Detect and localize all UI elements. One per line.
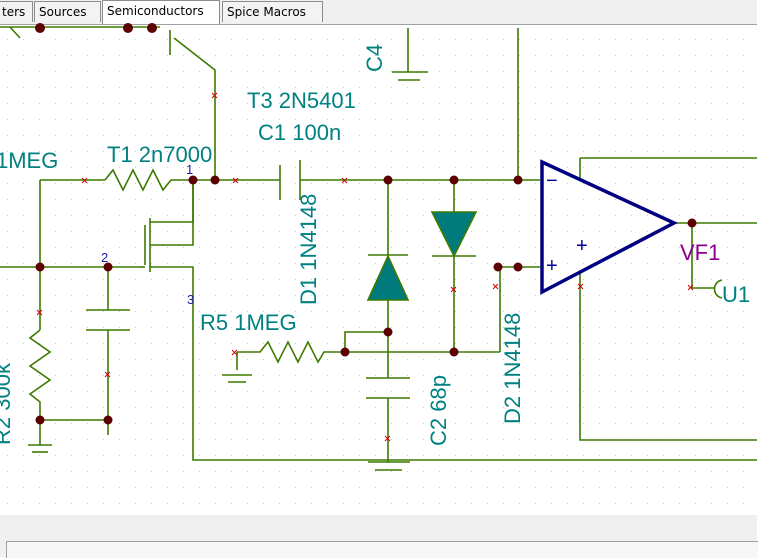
c1-label: C1 100n xyxy=(258,120,341,145)
component-tab-bar: ters Sources Semiconductors Spice Macros xyxy=(0,0,757,25)
diode-d2 xyxy=(430,211,478,258)
diode-d1 xyxy=(366,254,410,301)
status-field xyxy=(6,541,758,558)
d2-label: D2 1N4148 xyxy=(500,313,525,424)
pin-3: 3 xyxy=(187,292,194,307)
vf1-label: VF1 xyxy=(680,240,720,265)
tab-testers[interactable]: ters xyxy=(0,1,33,22)
c4-label: C4 xyxy=(362,44,387,72)
schematic-drawing: T3 2N5401 C1 100n T1 2n7000 1MEG R5 1MEG… xyxy=(0,23,757,515)
opamp-minus: − xyxy=(546,170,558,192)
opamp-signs: − + + xyxy=(546,170,588,277)
pin-2: 2 xyxy=(101,250,108,265)
tab-sources[interactable]: Sources xyxy=(34,1,101,22)
opamp xyxy=(540,159,678,295)
pin-1: 1 xyxy=(186,162,193,177)
schematic-canvas[interactable]: T3 2N5401 C1 100n T1 2n7000 1MEG R5 1MEG… xyxy=(0,23,757,515)
node-markers xyxy=(36,92,694,442)
wires xyxy=(0,26,757,471)
tab-spice-macros[interactable]: Spice Macros xyxy=(222,1,323,22)
r2-label: R2 300k xyxy=(0,362,15,445)
status-bar xyxy=(0,515,758,558)
tab-semiconductors[interactable]: Semiconductors xyxy=(102,0,220,24)
pin-numbers: 1 2 3 xyxy=(101,162,194,307)
component-labels: T3 2N5401 C1 100n T1 2n7000 1MEG R5 1MEG… xyxy=(0,44,750,446)
opamp-plus-in: + xyxy=(546,255,558,277)
c2-label: C2 68p xyxy=(426,375,451,446)
junction-dots xyxy=(35,23,697,425)
r-1meg-label: 1MEG xyxy=(0,148,58,173)
opamp-plus-ref: + xyxy=(576,235,588,257)
t3-label: T3 2N5401 xyxy=(247,88,356,113)
r5-label: R5 1MEG xyxy=(200,310,297,335)
d1-label: D1 1N4148 xyxy=(296,194,321,305)
t1-label: T1 2n7000 xyxy=(107,142,212,167)
output-label: U1 xyxy=(722,282,750,307)
